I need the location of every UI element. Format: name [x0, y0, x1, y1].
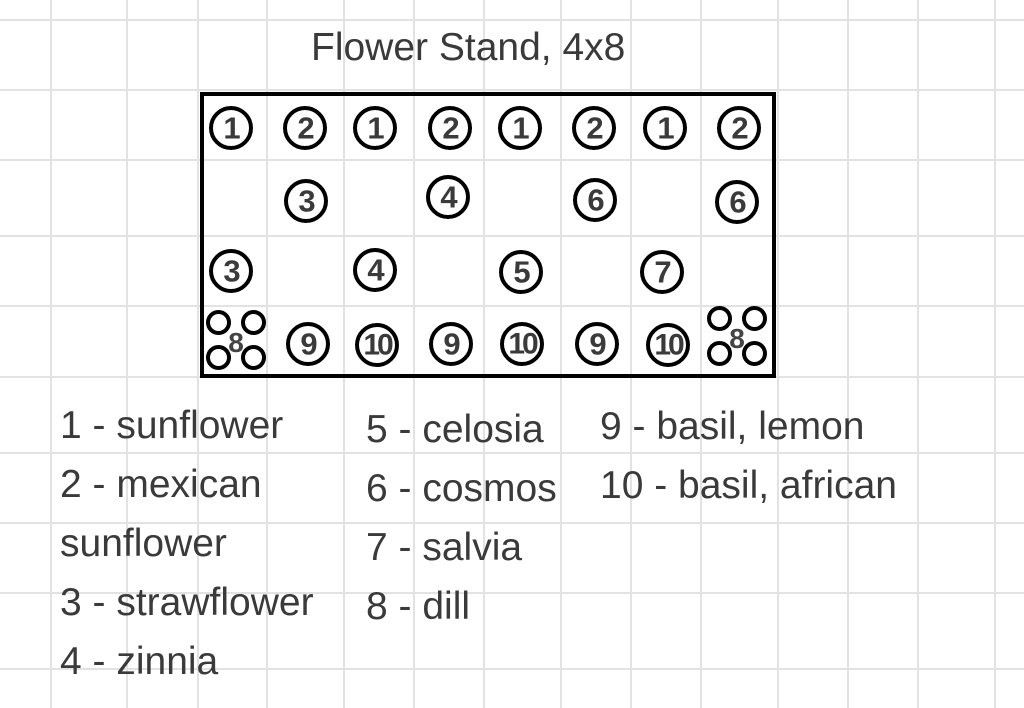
- plant-number: 2: [297, 110, 314, 146]
- plant-marker-basil-lemon: 9: [429, 322, 473, 366]
- dill-cluster-circle-icon: [707, 306, 732, 331]
- legend-column-3: 9 - basil, lemon 10 - basil, african: [600, 397, 897, 515]
- legend-item: 8 - dill: [366, 585, 471, 628]
- grid-line: [266, 0, 268, 708]
- plant-marker-dill: 8: [206, 310, 266, 376]
- plant-marker-mexican-sunflower: 2: [717, 106, 761, 150]
- plant-marker-celosia: 5: [499, 250, 543, 294]
- legend-item: 2 - mexican: [60, 463, 262, 506]
- grid-line: [847, 0, 849, 708]
- plant-number: 4: [440, 179, 457, 215]
- plant-number: 10: [508, 327, 538, 361]
- plant-number: 9: [300, 326, 317, 362]
- plant-number: 1: [512, 110, 529, 146]
- plant-marker-mexican-sunflower: 2: [572, 106, 616, 150]
- plant-marker-sunflower: 1: [353, 106, 397, 150]
- plant-number: 8: [729, 323, 745, 354]
- legend-item-continuation: sunflower: [60, 522, 227, 565]
- plant-marker-basil-african: 10: [500, 322, 544, 366]
- legend-column-2: 5 - celosia 6 - cosmos 7 - salvia 8 - di…: [366, 400, 557, 636]
- dill-cluster-circle-icon: [206, 310, 231, 335]
- plant-number: 2: [731, 110, 748, 146]
- dill-cluster-circle-icon: [241, 345, 266, 370]
- plant-number: 2: [586, 110, 603, 146]
- grid-line: [777, 0, 779, 708]
- grid-line: [0, 19, 1024, 21]
- grid-line: [0, 522, 1024, 524]
- grid-line: [0, 235, 1024, 237]
- grid-line: [700, 0, 702, 708]
- legend-column-1: 1 - sunflower 2 - mexican sunflower 3 - …: [60, 396, 314, 691]
- plant-number: 6: [587, 182, 604, 218]
- plant-number: 10: [654, 328, 684, 362]
- plant-number: 8: [228, 327, 244, 358]
- plant-marker-zinnia: 4: [353, 248, 397, 292]
- plant-number: 2: [442, 110, 459, 146]
- plant-marker-salvia: 7: [640, 250, 684, 294]
- legend-item: 10 - basil, african: [600, 464, 897, 507]
- dill-cluster-circle-icon: [241, 310, 266, 335]
- grid-line: [560, 0, 562, 708]
- grid-line: [197, 0, 199, 708]
- legend-item: 1 - sunflower: [60, 404, 284, 447]
- grid-line: [413, 0, 415, 708]
- plant-marker-basil-lemon: 9: [575, 322, 619, 366]
- plant-marker-cosmos: 6: [573, 178, 617, 222]
- dill-cluster-circle-icon: [707, 341, 732, 366]
- plant-marker-mexican-sunflower: 2: [428, 106, 472, 150]
- legend-item: 3 - strawflower: [60, 581, 314, 624]
- plant-number: 1: [367, 110, 384, 146]
- diagram-title: Flower Stand, 4x8: [311, 26, 626, 69]
- plant-marker-mexican-sunflower: 2: [283, 106, 327, 150]
- grid-line: [0, 159, 1024, 161]
- plant-marker-dill: 8: [707, 306, 767, 372]
- plant-marker-sunflower: 1: [498, 106, 542, 150]
- legend-item: 9 - basil, lemon: [600, 405, 865, 448]
- plant-marker-basil-african: 10: [355, 323, 399, 367]
- plant-marker-strawflower: 3: [284, 179, 328, 223]
- grid-line: [0, 305, 1024, 307]
- grid-line: [483, 0, 485, 708]
- grid-line: [50, 0, 52, 708]
- legend-item: 6 - cosmos: [366, 467, 557, 510]
- grid-line: [0, 452, 1024, 454]
- dill-cluster-circle-icon: [206, 345, 231, 370]
- plant-number: 6: [729, 184, 746, 220]
- plant-marker-strawflower: 3: [209, 249, 253, 293]
- plant-marker-zinnia: 4: [426, 175, 470, 219]
- grid-line: [917, 0, 919, 708]
- grid-line: [0, 592, 1024, 594]
- legend-item: 7 - salvia: [366, 526, 523, 569]
- plant-number: 1: [223, 110, 240, 146]
- plant-number: 9: [443, 326, 460, 362]
- plant-marker-sunflower: 1: [209, 106, 253, 150]
- plant-marker-sunflower: 1: [643, 106, 687, 150]
- plant-number: 10: [363, 328, 393, 362]
- plant-number: 4: [367, 252, 384, 288]
- plant-number: 3: [223, 253, 240, 289]
- plant-marker-basil-african: 10: [646, 323, 690, 367]
- grid-line: [630, 0, 632, 708]
- plant-marker-basil-lemon: 9: [286, 322, 330, 366]
- grid-line: [343, 0, 345, 708]
- dill-cluster-circle-icon: [742, 306, 767, 331]
- plant-number: 3: [298, 183, 315, 219]
- plant-number: 7: [654, 254, 671, 290]
- plant-number: 9: [589, 326, 606, 362]
- grid-line: [0, 668, 1024, 670]
- grid-line: [994, 0, 996, 708]
- plant-number: 1: [657, 110, 674, 146]
- dill-cluster-circle-icon: [742, 341, 767, 366]
- plant-number: 5: [513, 254, 530, 290]
- flower-stand-bed: [200, 92, 776, 378]
- plant-marker-cosmos: 6: [715, 180, 759, 224]
- grid-line: [126, 0, 128, 708]
- grid-line: [0, 89, 1024, 91]
- legend-item: 4 - zinnia: [60, 640, 219, 683]
- legend-item: 5 - celosia: [366, 408, 544, 451]
